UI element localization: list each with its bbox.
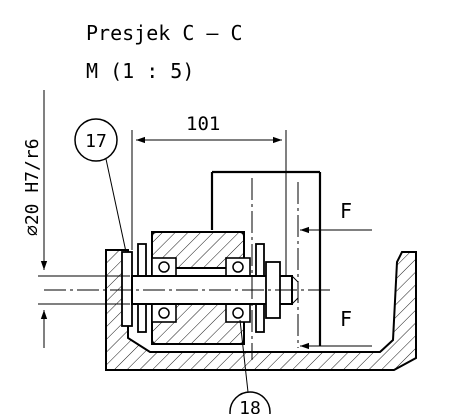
balloon-17-label: 17 [85, 131, 107, 152]
force-label-lower: F [340, 307, 352, 331]
vertical-plate [210, 170, 322, 346]
balloon-18-label: 18 [239, 398, 261, 414]
force-label-upper: F [340, 199, 352, 223]
balloon-18 [229, 319, 271, 414]
diameter-dimension [38, 90, 130, 348]
balloon-17 [74, 118, 127, 253]
section-title: Presjek C – C [86, 21, 243, 45]
width-dimension-label: 101 [186, 113, 220, 135]
diameter-dimension-label: ⌀20 H7/r6 [22, 138, 43, 236]
channel-frame [105, 249, 417, 371]
width-dimension [131, 130, 287, 276]
scale-label: M (1 : 5) [86, 59, 194, 83]
